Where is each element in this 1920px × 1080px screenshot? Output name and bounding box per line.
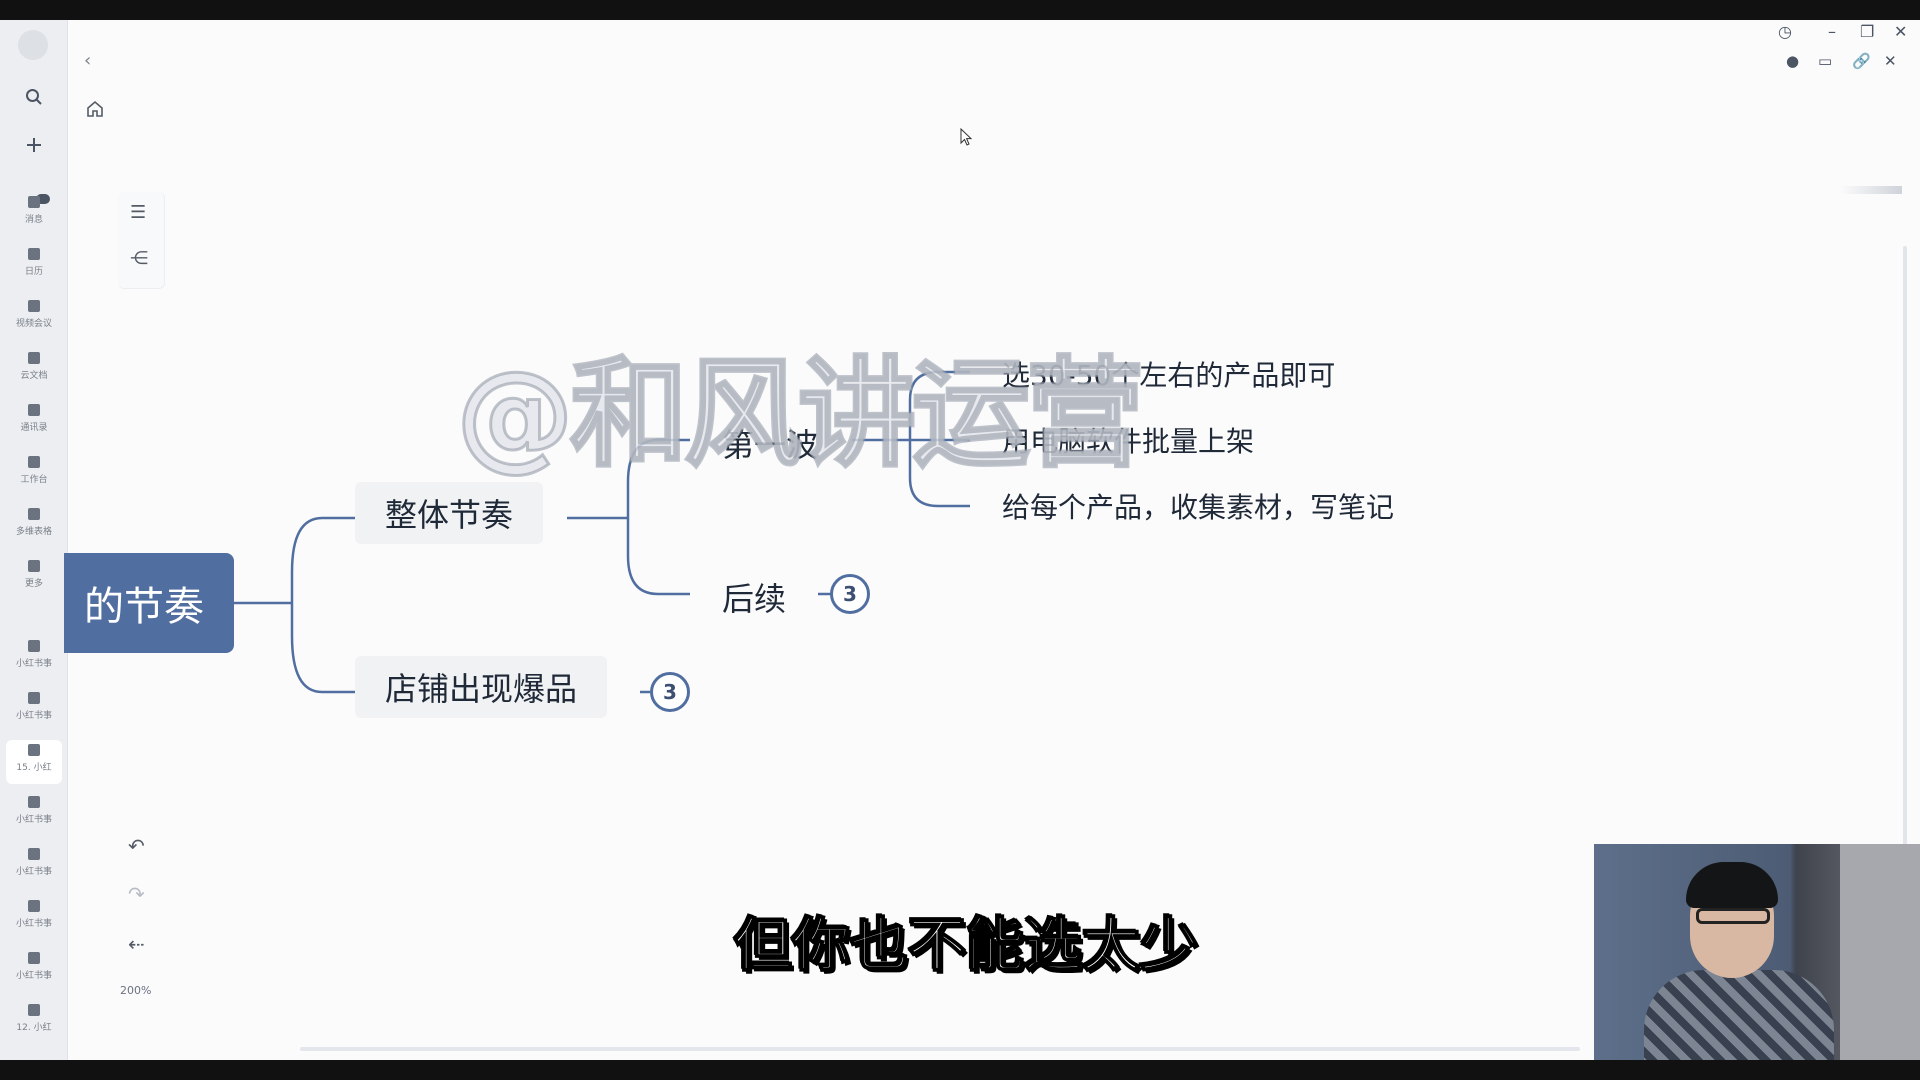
sidebar-item-4[interactable]: 通讯录 bbox=[6, 400, 62, 444]
presenter-glasses bbox=[1696, 908, 1770, 924]
sidebar-item-8[interactable]: 小红书事 bbox=[6, 636, 62, 680]
back-icon[interactable]: ‹ bbox=[84, 50, 92, 71]
sidebar-item-11[interactable]: 小红书事 bbox=[6, 792, 62, 836]
mindmap-root-node[interactable]: 的节奏 bbox=[64, 553, 234, 653]
leaf-select-products[interactable]: 选30-50个左右的产品即可 bbox=[1002, 359, 1336, 392]
webcam-door bbox=[1840, 844, 1920, 1060]
doc-icon bbox=[28, 1004, 40, 1016]
contacts-icon bbox=[28, 404, 40, 416]
sidebar-item-15[interactable]: 12. 小红 bbox=[6, 1000, 62, 1044]
node-overall-rhythm[interactable]: 整体节奏 bbox=[355, 482, 544, 544]
doc-icon bbox=[28, 900, 40, 912]
connector-branch2 bbox=[290, 572, 355, 694]
comment-icon[interactable]: ● bbox=[1786, 52, 1800, 70]
redo-icon[interactable]: ↷ bbox=[128, 882, 145, 906]
sidebar-item-14[interactable]: 小红书事 bbox=[6, 948, 62, 992]
leaf-collect-material[interactable]: 给每个产品，收集素材，写笔记 bbox=[1002, 491, 1395, 524]
horizontal-scrollbar[interactable] bbox=[300, 1047, 1580, 1051]
more-icon bbox=[28, 560, 40, 572]
connector-first-wave bbox=[626, 438, 690, 518]
sidebar-item-5[interactable]: 工作台 bbox=[6, 452, 62, 496]
sidebar-item-13[interactable]: 小红书事 bbox=[6, 896, 62, 940]
doc-icon bbox=[28, 640, 40, 652]
scroll-indicator bbox=[1840, 186, 1902, 194]
webcam-overlay bbox=[1594, 844, 1920, 1060]
vertical-scrollbar[interactable] bbox=[1903, 246, 1907, 886]
present-icon[interactable]: ▭ bbox=[1818, 52, 1833, 70]
link-icon[interactable]: 🔗 bbox=[1852, 52, 1871, 70]
sidebar-item-2[interactable]: 视频会议 bbox=[6, 296, 62, 340]
avatar[interactable] bbox=[18, 30, 48, 60]
doc-icon bbox=[28, 848, 40, 860]
presenter-hair bbox=[1686, 862, 1778, 908]
close-doc-icon[interactable]: ✕ bbox=[1884, 52, 1897, 70]
outline-icon[interactable]: ☰ bbox=[130, 202, 147, 223]
close-window-icon[interactable]: ✕ bbox=[1894, 22, 1908, 41]
collapsed-count-badge[interactable]: 3 bbox=[830, 574, 870, 614]
outline-toolbar: ☰ ⋲ bbox=[118, 192, 165, 289]
workbench-icon bbox=[28, 456, 40, 468]
collapsed-count-badge[interactable]: 3 bbox=[650, 672, 690, 712]
sidebar-item-7[interactable]: 更多 bbox=[6, 556, 62, 600]
mindmap-connectors bbox=[234, 370, 970, 694]
sidebar-item-3[interactable]: 云文档 bbox=[6, 348, 62, 392]
history-icon[interactable]: ◷ bbox=[1778, 22, 1792, 41]
node-hot-product[interactable]: 店铺出现爆品 bbox=[355, 656, 608, 718]
node-followup[interactable]: 后续 bbox=[722, 580, 787, 618]
message-icon bbox=[28, 196, 40, 208]
sidebar-item-10[interactable]: 15. 小红 bbox=[6, 740, 62, 784]
zoom-level[interactable]: 200% bbox=[120, 984, 152, 997]
unread-badge bbox=[36, 194, 50, 204]
shape-icon bbox=[28, 692, 40, 704]
shape-icon bbox=[28, 796, 40, 808]
table-icon bbox=[28, 508, 40, 520]
video-icon bbox=[28, 300, 40, 312]
plus-icon[interactable] bbox=[19, 130, 49, 160]
sidebar-item-1[interactable]: 日历 bbox=[6, 244, 62, 288]
presenter-body bbox=[1644, 970, 1834, 1060]
sidebar-item-9[interactable]: 小红书事 bbox=[6, 688, 62, 732]
connector-branch1 bbox=[290, 516, 355, 573]
minimize-icon[interactable]: – bbox=[1828, 22, 1836, 41]
doc-icon bbox=[28, 744, 40, 756]
watermark: @和风讲运营 bbox=[454, 344, 1145, 485]
connector-leaf-1 bbox=[908, 370, 970, 440]
left-sidebar: 消息 日历 视频会议 云文档 通讯录 工作台 多维表格 更多 小红书事 小红书事… bbox=[0, 20, 68, 1060]
shape-icon bbox=[28, 952, 40, 964]
connector-leaf-3 bbox=[908, 440, 970, 508]
node-first-wave[interactable]: 第一波 bbox=[722, 426, 819, 464]
search-icon[interactable] bbox=[19, 82, 49, 112]
collapse-icon[interactable]: ⇠ bbox=[128, 932, 145, 956]
structure-icon[interactable]: ⋲ bbox=[130, 248, 148, 269]
mouse-cursor-icon bbox=[960, 128, 972, 146]
connector-followup bbox=[626, 518, 690, 596]
home-icon[interactable] bbox=[86, 100, 106, 120]
calendar-icon bbox=[28, 248, 40, 260]
doc-icon bbox=[28, 352, 40, 364]
video-subtitle: 但你也不能选太少 bbox=[733, 910, 1199, 980]
restore-icon[interactable]: ❐ bbox=[1860, 22, 1875, 41]
app-window: 消息 日历 视频会议 云文档 通讯录 工作台 多维表格 更多 小红书事 小红书事… bbox=[0, 20, 1920, 1060]
sidebar-item-6[interactable]: 多维表格 bbox=[6, 504, 62, 548]
sidebar-item-12[interactable]: 小红书事 bbox=[6, 844, 62, 888]
sidebar-item-0[interactable]: 消息 bbox=[6, 192, 62, 236]
undo-icon[interactable]: ↶ bbox=[128, 834, 145, 858]
leaf-bulk-upload[interactable]: 用电脑软件批量上架 bbox=[1002, 425, 1255, 458]
